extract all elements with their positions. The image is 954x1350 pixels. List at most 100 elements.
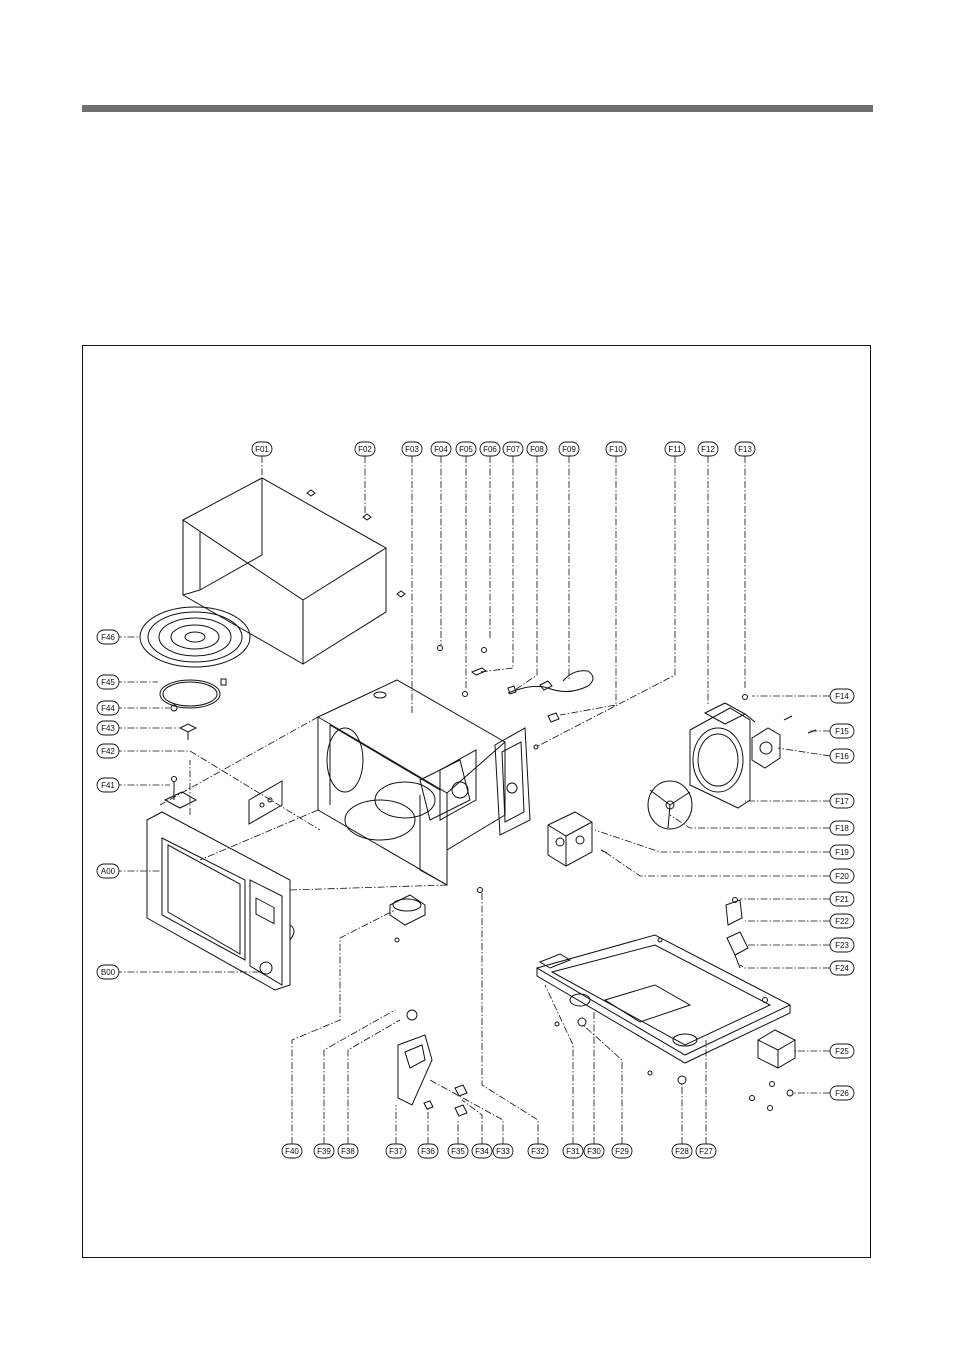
callout-F13: F13 [735,442,755,456]
callout-F05: F05 [456,442,476,456]
control-board [705,695,755,725]
callout-F01: F01 [252,442,272,456]
svg-text:F18: F18 [835,824,849,833]
roller-ring [160,679,226,708]
svg-text:F38: F38 [341,1147,355,1156]
callout-F32: F32 [528,1144,548,1158]
svg-text:F28: F28 [675,1147,689,1156]
svg-text:F40: F40 [285,1147,299,1156]
leader-lines [115,456,830,1144]
callout-F09: F09 [559,442,579,456]
callout-F10: F10 [606,442,626,456]
callout-F43: F43 [97,721,119,735]
svg-text:A00: A00 [101,867,116,876]
outer-cabinet [183,478,405,664]
svg-text:F01: F01 [255,445,269,454]
callout-F18: F18 [830,821,854,835]
callout-F07: F07 [503,442,523,456]
svg-text:F25: F25 [835,1047,849,1056]
svg-text:F15: F15 [835,727,849,736]
callout-F17: F17 [830,794,854,808]
svg-text:F35: F35 [451,1147,465,1156]
svg-text:F14: F14 [835,692,849,701]
svg-text:F09: F09 [562,445,576,454]
svg-text:F20: F20 [835,872,849,881]
callout-F15: F15 [830,724,854,738]
svg-text:F10: F10 [609,445,623,454]
svg-text:F21: F21 [835,895,849,904]
callout-F31: F31 [563,1144,583,1158]
door-assembly [147,812,294,990]
callout-F06: F06 [480,442,500,456]
svg-text:F08: F08 [530,445,544,454]
glass-tray [140,607,250,667]
callout-F37: F37 [386,1144,406,1158]
callout-F40: F40 [282,1144,302,1158]
svg-text:F11: F11 [668,445,682,454]
svg-text:F29: F29 [615,1147,629,1156]
callout-F04: F04 [431,442,451,456]
callout-F11: F11 [665,442,685,456]
transformer [758,1030,795,1068]
power-cord [508,671,593,693]
callout-F30: F30 [584,1144,604,1158]
callout-F02: F02 [355,442,375,456]
svg-text:F26: F26 [835,1089,849,1098]
callout-F23: F23 [830,938,854,952]
svg-text:F05: F05 [459,445,473,454]
svg-text:F41: F41 [101,781,115,790]
svg-text:F37: F37 [389,1147,403,1156]
callout-F29: F29 [612,1144,632,1158]
svg-text:F12: F12 [701,445,715,454]
capacitor [726,900,748,968]
callout-F36: F36 [418,1144,438,1158]
svg-text:F43: F43 [101,724,115,733]
waveguide-panel [420,750,476,885]
fan-motor [752,716,816,768]
callout-F41: F41 [97,778,119,792]
callout-F25: F25 [830,1044,854,1058]
svg-text:F06: F06 [483,445,497,454]
fan-blade [648,781,692,829]
svg-text:F17: F17 [835,797,849,806]
fan-housing [690,708,750,808]
svg-text:F32: F32 [531,1147,545,1156]
svg-text:F22: F22 [835,917,849,926]
latch-bracket [398,1035,467,1116]
svg-text:F34: F34 [475,1147,489,1156]
callout-F12: F12 [698,442,718,456]
svg-text:B00: B00 [101,968,116,977]
callout-F19: F19 [830,845,854,859]
callout-F24: F24 [830,961,854,975]
callout-A00: A00 [97,864,119,878]
callout-F27: F27 [696,1144,716,1158]
small-parts-left [165,705,196,808]
callout-B00: B00 [97,965,119,979]
svg-text:F27: F27 [699,1147,713,1156]
callout-F45: F45 [97,675,119,689]
oven-cavity [318,680,505,885]
svg-text:F36: F36 [421,1147,435,1156]
svg-text:F02: F02 [358,445,372,454]
base-plate [537,935,790,1063]
svg-text:F31: F31 [566,1147,580,1156]
svg-text:F19: F19 [835,848,849,857]
callout-F33: F33 [493,1144,513,1158]
magnetron [548,812,607,866]
callout-F16: F16 [830,749,854,763]
screws [438,646,794,1111]
svg-text:F33: F33 [496,1147,510,1156]
svg-text:F24: F24 [835,964,849,973]
svg-text:F30: F30 [587,1147,601,1156]
svg-text:F44: F44 [101,704,115,713]
svg-text:F04: F04 [434,445,448,454]
svg-text:F07: F07 [506,445,520,454]
callout-F28: F28 [672,1144,692,1158]
svg-text:F46: F46 [101,633,115,642]
turntable-motor [390,895,425,1020]
callout-F21: F21 [830,892,854,906]
callout-F44: F44 [97,701,119,715]
svg-text:F13: F13 [738,445,752,454]
callout-F26: F26 [830,1086,854,1100]
